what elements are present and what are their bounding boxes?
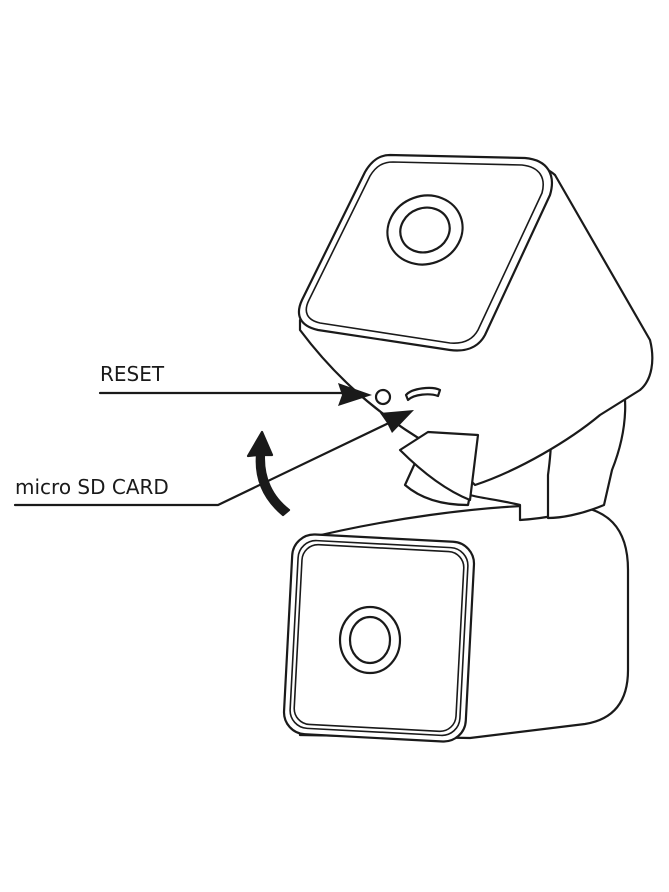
sd-card-leader-line (13, 418, 397, 507)
sd-card-arrowhead (380, 410, 414, 433)
upper-camera-body (297, 153, 654, 502)
reset-label: RESET (100, 362, 165, 386)
reset-arrowhead (338, 383, 372, 406)
curved-rotate-arrow-icon (246, 430, 291, 517)
lower-camera-body (282, 503, 630, 743)
reset-hole (374, 388, 392, 406)
sd-card-label: micro SD CARD (15, 475, 169, 499)
micro-sd-slot (404, 386, 442, 402)
reset-callout: RESET (98, 362, 372, 406)
lower-lens (338, 605, 402, 675)
upper-lens (386, 194, 464, 266)
sd-card-callout: micro SD CARD (13, 410, 414, 507)
